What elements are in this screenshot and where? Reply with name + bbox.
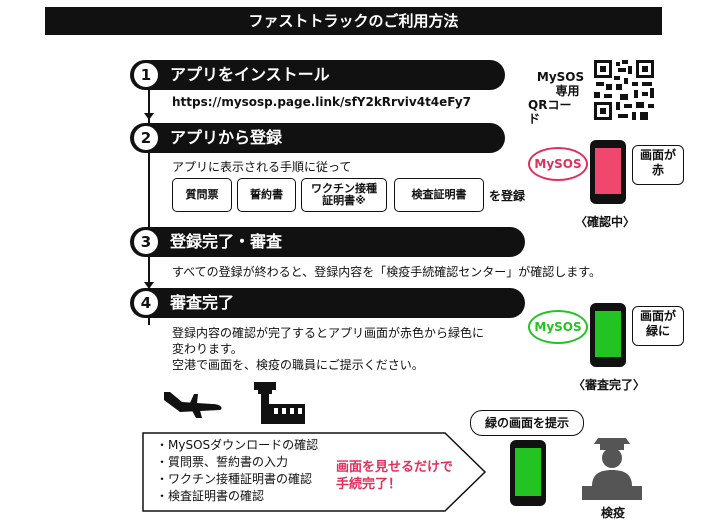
checklist: ・MySOSダウンロードの確認 ・質問票、誓約書の入力 ・ワクチン接種証明書の確… (156, 437, 318, 505)
app-install-link[interactable]: https://mysosp.page.link/sfY2kRrviv4t4eF… (172, 95, 472, 109)
procedure-arrow-box (142, 432, 487, 512)
phone-presented (510, 440, 546, 506)
step-label: アプリをインストール (170, 65, 330, 84)
step-3-header: 3 登録完了・審査 (130, 227, 525, 257)
highlight-message: 画面を見せるだけで 手続完了！ (336, 460, 454, 492)
status-caption-checking: 〈確認中〉 (575, 215, 636, 229)
status-bubble-green: 画面が緑に (632, 306, 684, 346)
present-bubble: 緑の画面を提示 (470, 410, 584, 436)
step-label: アプリから登録 (170, 128, 283, 147)
qr-label: MySOS 専用 (536, 70, 585, 98)
step-number: 1 (134, 63, 158, 87)
step-4-text: 登録内容の確認が完了するとアプリ画面が赤色から緑色に 変わります。 空港で画面を… (172, 326, 485, 372)
page-title: ファストトラックのご利用方法 (45, 7, 662, 35)
control-tower-icon (254, 382, 305, 424)
officer-label: 検疫 (601, 506, 626, 520)
step-4-header: 4 審査完了 (130, 288, 525, 318)
timeline-line (148, 60, 150, 325)
airplane-icon (164, 392, 222, 418)
step-label: 登録完了・審査 (170, 232, 283, 251)
quarantine-officer-icon (582, 438, 642, 500)
step-3-text: すべての登録が終わると、登録内容を「検疫手続確認センター」が確認します。 (172, 265, 602, 279)
qr-code-icon[interactable] (592, 58, 656, 122)
mysos-app-label-red: MySOS (528, 147, 588, 181)
step-number: 3 (134, 230, 158, 254)
doc-pledge: 誓約書 (237, 178, 296, 212)
phone-green-screen (590, 303, 626, 367)
status-bubble-red: 画面が赤 (632, 145, 684, 185)
list-item: ・質問票、誓約書の入力 (156, 455, 289, 469)
step-label: 審査完了 (170, 293, 235, 312)
list-item: ・ワクチン接種証明書の確認 (156, 472, 313, 486)
step-2-header: 2 アプリから登録 (130, 123, 505, 153)
step-2-intro: アプリに表示される手順に従って (172, 160, 352, 174)
phone-red-screen (590, 140, 626, 204)
list-item: ・MySOSダウンロードの確認 (156, 438, 319, 452)
doc-vaccine-certificate: ワクチン接種証明書※ (301, 178, 387, 212)
mysos-app-label-green: MySOS (528, 310, 588, 344)
list-item: ・検査証明書の確認 (156, 489, 265, 503)
timeline-arrow (144, 113, 154, 120)
step-number: 4 (134, 291, 158, 315)
step-1-header: 1 アプリをインストール (130, 60, 505, 90)
qr-label-2: QRコー ド (528, 98, 572, 126)
doc-test-certificate: 検査証明書 (394, 178, 484, 212)
step-2-suffix: を登録 (489, 189, 526, 203)
step-number: 2 (134, 126, 158, 150)
status-caption-approved: 〈審査完了〉 (573, 378, 646, 392)
timeline-arrow (144, 282, 154, 289)
doc-questionnaire: 質問票 (172, 178, 232, 212)
